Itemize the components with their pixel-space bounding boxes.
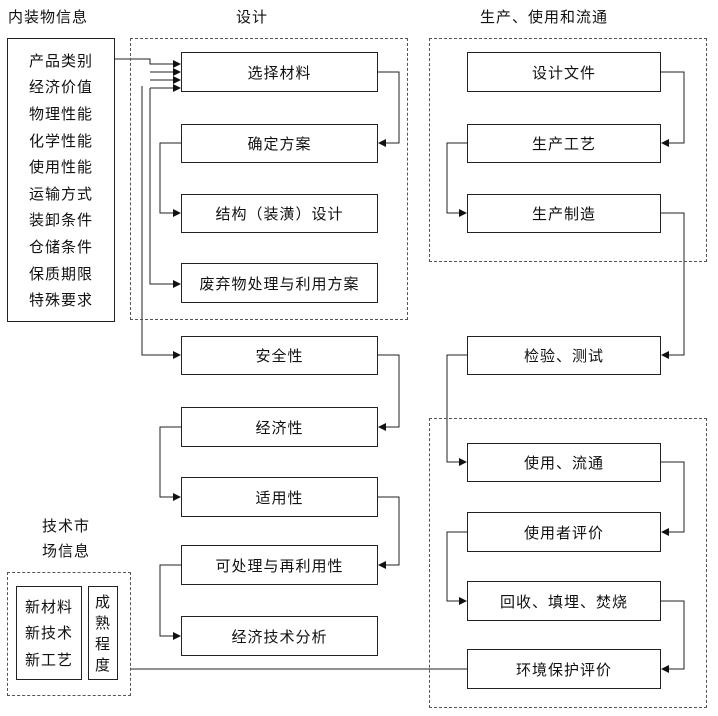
inner-info-item: 保质期限 bbox=[28, 264, 93, 283]
arrow-to-safety bbox=[141, 86, 181, 359]
structure-design-box: 结构（装潢）设计 bbox=[181, 194, 378, 233]
inner-info-item: 运输方式 bbox=[28, 184, 93, 203]
select-materials-box: 选择材料 bbox=[181, 52, 378, 92]
design-group-frame bbox=[130, 38, 408, 320]
maturity-box: 成 熟 程 度 bbox=[88, 586, 118, 680]
heading-production: 生产、使用和流通 bbox=[480, 8, 609, 26]
economy-box: 经济性 bbox=[181, 407, 378, 447]
inner-info-item: 使用性能 bbox=[28, 158, 93, 177]
maturity-char: 成 bbox=[94, 593, 111, 611]
arrow-to-waste bbox=[149, 88, 181, 288]
inner-info-item: 仓储条件 bbox=[28, 237, 93, 256]
recyclability-box: 可处理与再利用性 bbox=[181, 545, 378, 585]
inner-info-item: 化学性能 bbox=[28, 131, 93, 150]
arrow-select-to-confirm bbox=[378, 71, 400, 147]
arrow-evaluation-to-recycle bbox=[446, 531, 467, 605]
arrow-applicability-to-recycle bbox=[378, 496, 400, 569]
applicability-box: 适用性 bbox=[181, 477, 378, 517]
market-group-frame bbox=[7, 572, 131, 696]
environment-evaluation-box: 环境保护评价 bbox=[467, 649, 661, 689]
arrow-recycle-to-env bbox=[661, 600, 685, 673]
arrow-test-to-use bbox=[446, 354, 467, 466]
arrow-use-to-evaluation bbox=[661, 461, 685, 536]
arrow-safety-to-economy bbox=[378, 354, 400, 431]
manufacturing-box: 生产制造 bbox=[467, 194, 661, 233]
recycle-landfill-box: 回收、填埋、焚烧 bbox=[467, 581, 661, 621]
maturity-char: 熟 bbox=[94, 614, 111, 632]
inner-info-item: 经济价值 bbox=[28, 78, 93, 97]
heading-market-line2: 场信息 bbox=[42, 542, 91, 560]
use-group-frame bbox=[429, 418, 707, 708]
production-group-frame bbox=[429, 38, 707, 262]
market-info-box: 新材料 新技术 新工艺 bbox=[16, 586, 82, 680]
arrow-design-doc-to-process bbox=[661, 71, 685, 147]
use-circulation-box: 使用、流通 bbox=[467, 443, 661, 482]
design-document-box: 设计文件 bbox=[467, 52, 661, 92]
heading-inner-info: 内装物信息 bbox=[8, 8, 89, 26]
arrow-process-to-manufacture bbox=[446, 142, 467, 217]
inner-info-item: 物理性能 bbox=[28, 104, 93, 123]
arrow-confirm-to-structure bbox=[159, 142, 181, 217]
inner-info-item: 装卸条件 bbox=[28, 211, 93, 230]
user-evaluation-box: 使用者评价 bbox=[467, 512, 661, 552]
market-info-item: 新工艺 bbox=[24, 651, 73, 670]
arrow-manufacture-to-test bbox=[661, 212, 685, 359]
heading-design: 设计 bbox=[236, 8, 269, 26]
inner-info-box: 产品类别 经济价值 物理性能 化学性能 使用性能 运输方式 装卸条件 仓储条件 … bbox=[7, 38, 115, 322]
market-info-item: 新技术 bbox=[24, 624, 73, 643]
market-info-item: 新材料 bbox=[24, 597, 73, 616]
confirm-plan-box: 确定方案 bbox=[181, 124, 378, 163]
production-process-box: 生产工艺 bbox=[467, 124, 661, 163]
arrow-inner-to-select bbox=[114, 58, 181, 68]
inner-info-item: 产品类别 bbox=[28, 51, 93, 70]
maturity-char: 程 bbox=[94, 635, 111, 653]
heading-market-line1: 技术市 bbox=[42, 517, 91, 535]
tech-economic-analysis-box: 经济技术分析 bbox=[181, 616, 378, 656]
maturity-char: 度 bbox=[94, 656, 111, 674]
safety-box: 安全性 bbox=[181, 336, 378, 375]
arrow-recycle-to-analysis bbox=[159, 564, 181, 640]
inspection-test-box: 检验、测试 bbox=[467, 336, 661, 375]
inner-info-item: 特殊要求 bbox=[28, 291, 93, 310]
arrow-economy-to-applicability bbox=[159, 426, 181, 501]
waste-plan-box: 废弃物处理与利用方案 bbox=[181, 263, 378, 303]
